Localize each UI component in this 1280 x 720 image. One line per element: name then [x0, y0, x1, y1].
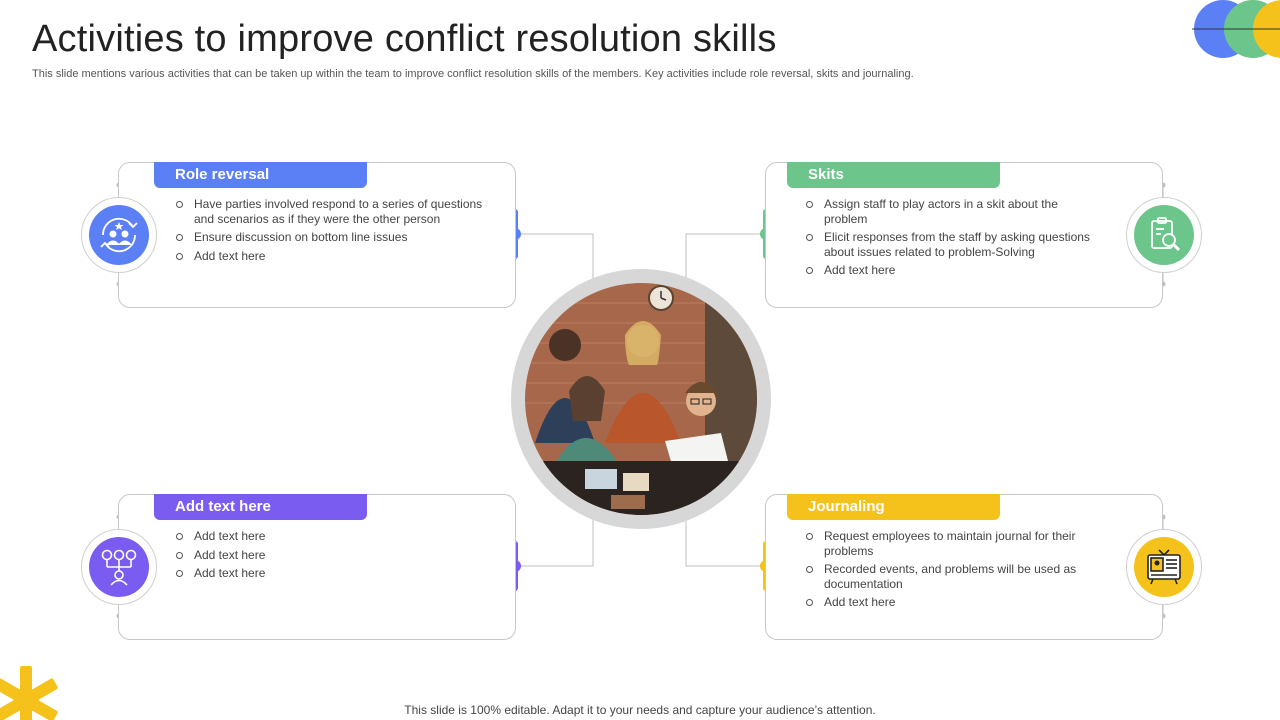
list-item: Recorded events, and problems will be us…	[805, 562, 1080, 591]
footer-note: This slide is 100% editable. Adapt it to…	[404, 703, 876, 717]
decorative-star-icon	[0, 666, 58, 720]
list-item: Elicit responses from the staff by askin…	[805, 230, 1100, 259]
card-journaling: Journaling Request employees to maintain…	[765, 494, 1163, 640]
list-item: Assign staff to play actors in a skit ab…	[805, 197, 1100, 226]
card-header-add-text: Add text here	[154, 494, 367, 520]
list-item: Add text here	[175, 566, 495, 581]
card-header-journaling: Journaling	[787, 494, 1000, 520]
list-item: Add text here	[805, 263, 1100, 278]
icon-ring-add-text	[81, 529, 157, 605]
list-item: Add text here	[175, 529, 495, 544]
card-header-role-reversal: Role reversal	[154, 162, 367, 188]
icon-ring-journaling	[1126, 529, 1202, 605]
list-item: Request employees to maintain journal fo…	[805, 529, 1080, 558]
team-meeting-photo	[525, 283, 757, 515]
card-role-reversal: Role reversal Have parties involved resp…	[118, 162, 516, 308]
icon-ring-skits	[1126, 197, 1202, 273]
list-item: Have parties involved respond to a serie…	[175, 197, 495, 226]
clipboard-magnifier-icon	[1151, 217, 1181, 252]
card-header-skits: Skits	[787, 162, 1000, 188]
icon-ring-role-reversal	[81, 197, 157, 273]
list-item: Add text here	[175, 548, 495, 563]
card-skits: Skits Assign staff to play actors in a s…	[765, 162, 1163, 308]
journal-board-icon	[1147, 549, 1181, 585]
bullet-list: Request employees to maintain journal fo…	[805, 529, 1080, 614]
list-item: Add text here	[805, 595, 1080, 610]
center-photo-ring	[511, 269, 771, 529]
people-network-icon	[101, 549, 137, 586]
bullet-list: Assign staff to play actors in a skit ab…	[805, 197, 1100, 282]
bullet-list: Have parties involved respond to a serie…	[175, 197, 495, 267]
slide-title: Activities to improve conflict resolutio…	[32, 18, 777, 60]
decorative-circles-icon	[1192, 0, 1280, 58]
list-item: Add text here	[175, 249, 495, 264]
bullet-list: Add text here Add text here Add text her…	[175, 529, 495, 585]
card-add-text: Add text here Add text here Add text her…	[118, 494, 516, 640]
list-item: Ensure discussion on bottom line issues	[175, 230, 495, 245]
team-rating-icon	[100, 217, 138, 253]
slide-subtitle: This slide mentions various activities t…	[32, 68, 914, 80]
